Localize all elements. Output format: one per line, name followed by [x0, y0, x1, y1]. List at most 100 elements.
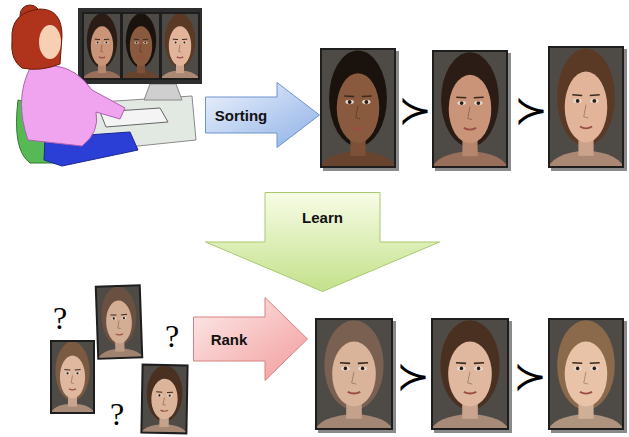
mouth: [348, 392, 360, 394]
photo-frame: [432, 50, 508, 168]
mouth: [161, 410, 169, 411]
photo-content: [123, 14, 159, 78]
eye-white: [173, 41, 177, 43]
photo-background: [52, 342, 93, 412]
eye-iris: [348, 100, 352, 104]
nose: [352, 372, 357, 384]
hair: [126, 14, 156, 68]
eye-iris: [344, 367, 348, 371]
eye-iris: [460, 101, 464, 105]
eye-iris: [576, 367, 580, 371]
person-face: [39, 25, 61, 59]
eye-iris: [66, 372, 68, 374]
photos: [50, 46, 627, 437]
eye-white: [358, 366, 367, 370]
face: [332, 342, 376, 407]
eyebrow: [590, 94, 600, 96]
nose: [356, 106, 361, 119]
eye-white: [95, 41, 99, 43]
photo-content: [317, 320, 391, 428]
arrow-shape: Sorting: [205, 82, 320, 148]
face: [151, 378, 178, 419]
face: [449, 75, 492, 143]
eye-white: [167, 394, 172, 397]
photo-background: [550, 48, 622, 166]
hair: [146, 366, 183, 422]
mouth: [69, 389, 76, 390]
hair: [557, 48, 615, 146]
arrow-body: [194, 298, 308, 381]
face-photo: [431, 318, 512, 437]
hair: [100, 286, 137, 346]
photo-background: [550, 320, 622, 428]
eyebrow: [182, 39, 187, 40]
question-mark: ?: [110, 398, 124, 430]
eyebrow: [456, 362, 466, 364]
nose: [118, 320, 121, 328]
eye-iris: [460, 367, 464, 371]
eye-iris: [123, 317, 125, 319]
photo-background: [322, 50, 394, 166]
arrow-label: Rank: [193, 317, 265, 361]
eyebrow: [362, 95, 372, 97]
face: [448, 342, 492, 407]
eyebrow: [340, 362, 350, 364]
photo-frame: [121, 12, 161, 80]
eye-white: [104, 41, 108, 43]
photo-content: [322, 50, 394, 166]
monitor-stand: [144, 84, 182, 100]
mouth: [116, 334, 123, 335]
photo-frame: [320, 48, 396, 168]
photo-content: [52, 342, 93, 412]
eyebrow: [104, 39, 109, 40]
arrow-shape: Rank: [193, 297, 308, 381]
eyebrow: [110, 314, 116, 316]
eyebrow: [456, 96, 466, 98]
eye-iris: [144, 42, 146, 44]
eye-iris: [97, 42, 99, 44]
arrow-outline: [205, 192, 440, 292]
mouth: [464, 392, 476, 394]
eye-white: [134, 41, 138, 43]
nose: [179, 45, 181, 52]
eye-white: [474, 366, 483, 370]
photo-frame: [95, 284, 144, 360]
photo-background: [97, 286, 141, 357]
eye-white: [143, 41, 147, 43]
photo-content: [97, 286, 141, 357]
face-photo: [320, 48, 399, 190]
eyebrow: [572, 362, 582, 364]
eyebrow: [75, 369, 81, 370]
eye-white: [573, 99, 581, 103]
eye-iris: [169, 394, 171, 396]
precedence-symbol: ≻: [398, 90, 432, 130]
mouth: [580, 392, 592, 394]
hair: [324, 320, 383, 410]
hair: [87, 14, 117, 68]
photo-frame: [315, 318, 393, 430]
person-at-computer: [12, 5, 202, 166]
nose: [584, 372, 589, 384]
eye-iris: [76, 372, 78, 374]
photo-frame: [548, 46, 624, 168]
mouth: [580, 127, 592, 129]
photo-content: [550, 320, 622, 428]
photo-frame: [82, 12, 122, 80]
face: [91, 26, 113, 65]
face: [565, 72, 608, 143]
eyebrow: [167, 392, 173, 393]
photo-background: [433, 320, 507, 428]
eye-iris: [361, 367, 365, 371]
arrow-outline: [193, 297, 308, 381]
face: [337, 73, 380, 143]
photo-content: [84, 14, 120, 78]
eyebrow: [572, 94, 582, 96]
face: [169, 26, 191, 65]
face-photo: [432, 50, 511, 189]
hair: [165, 14, 195, 68]
face-photo: [160, 12, 200, 92]
eye-white: [590, 366, 598, 370]
photo-frame: [50, 340, 95, 414]
question-mark: ?: [165, 320, 179, 352]
photo-frame: [548, 318, 624, 430]
